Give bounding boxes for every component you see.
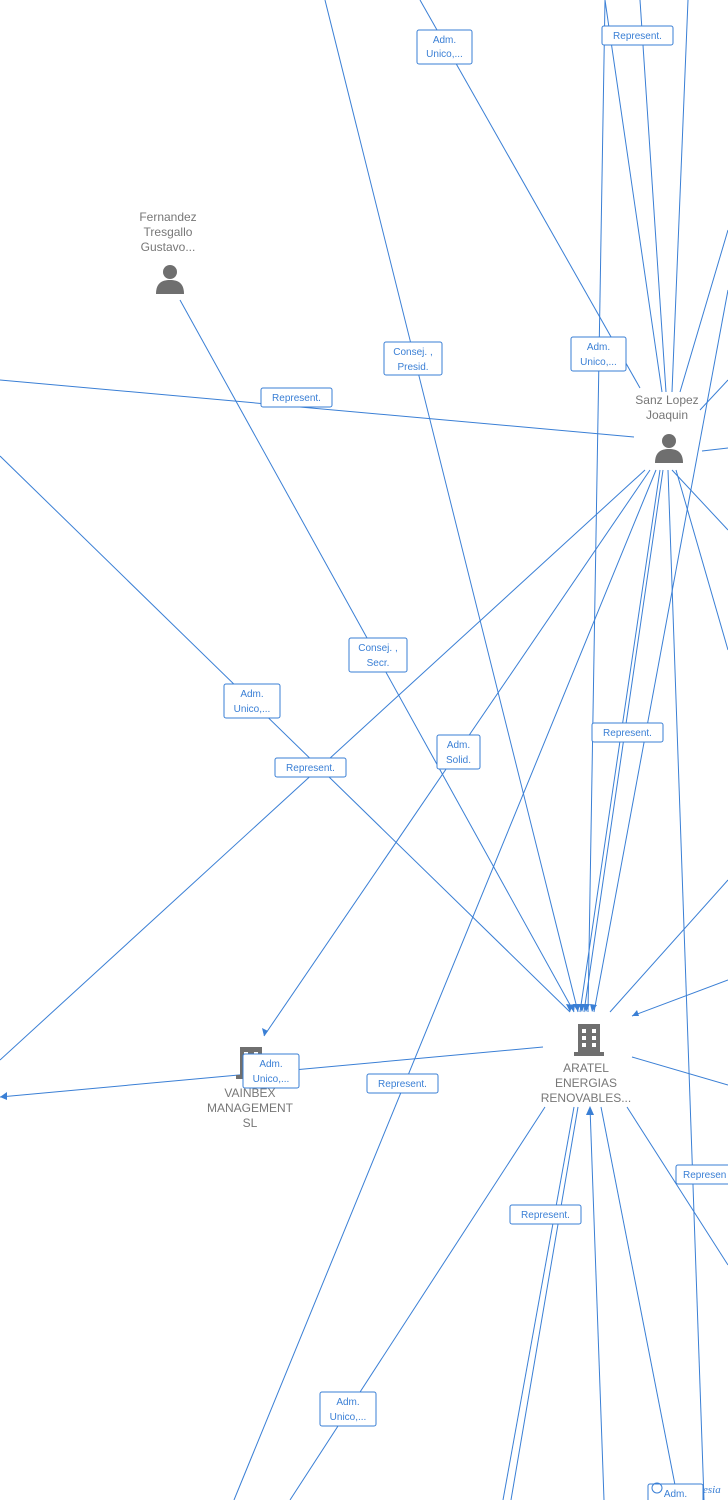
edge <box>639 0 667 393</box>
arrowhead <box>573 1004 580 1012</box>
edge <box>667 469 705 1500</box>
edge <box>587 0 606 1013</box>
edge-label-line: Adm. <box>433 35 456 46</box>
company-node-aratel[interactable]: ARATEL ENERGIAS RENOVABLES... <box>541 1024 631 1105</box>
edge-label-line: Represen <box>683 1170 726 1181</box>
node-label-line: Fernandez <box>139 210 196 224</box>
edge-label-line: Unico,... <box>330 1412 367 1423</box>
edge <box>600 1106 677 1491</box>
edge <box>631 1056 728 1086</box>
watermark: esia <box>651 1482 721 1496</box>
edge-label-line: Adm. <box>336 1397 359 1408</box>
person-icon <box>156 265 184 294</box>
edge <box>604 0 663 393</box>
edge-label-adm-unico[interactable]: Adm. Unico,... <box>570 336 627 372</box>
edge-label-line: Represent. <box>603 728 652 739</box>
credit-text: esia <box>703 1484 721 1496</box>
globe-icon <box>651 1482 663 1494</box>
edge-label-line: Consej. , <box>358 643 397 654</box>
edge-label-line: Unico,... <box>426 49 463 60</box>
edge-label-represent[interactable]: Represent. <box>591 722 664 743</box>
edge-label-represent[interactable]: Represen <box>675 1164 728 1185</box>
edge-label-line: Represent. <box>286 763 335 774</box>
arrowhead <box>262 1028 268 1036</box>
edge-label-adm-unico[interactable]: Adm. Unico,... <box>223 683 281 719</box>
edge <box>419 0 641 389</box>
edge-label-represent[interactable]: Represent. <box>366 1073 439 1094</box>
edge <box>589 1106 605 1500</box>
edge <box>0 455 571 1013</box>
edge-label-line: Secr. <box>367 658 390 669</box>
person-node-sanz[interactable]: Sanz Lopez Joaquin <box>635 393 699 463</box>
arrowhead <box>586 1106 594 1115</box>
node-label-line: VAINBEX <box>224 1086 275 1100</box>
edge-label-represent[interactable]: Represent. <box>509 1204 582 1225</box>
edge-label-line: Adm. <box>240 689 263 700</box>
node-label-line: SL <box>243 1116 258 1130</box>
edge-label-represent[interactable]: Represent. <box>601 25 674 46</box>
edge <box>671 469 728 531</box>
arrowhead <box>590 1004 597 1012</box>
edge <box>289 1106 546 1500</box>
edge-label-line: Represent. <box>613 31 662 42</box>
edge-label-line: Represent. <box>521 1210 570 1221</box>
edge-label-line: Unico,... <box>234 704 271 715</box>
arrowhead <box>583 1004 590 1012</box>
edge-label-line: Adm. <box>587 342 610 353</box>
building-icon <box>574 1024 604 1056</box>
edge <box>671 0 689 393</box>
edge-label-line: Adm. <box>447 740 470 751</box>
edge <box>626 1106 728 1266</box>
edge-label-line: Represent. <box>378 1079 427 1090</box>
edge-label-represent[interactable]: Represent. <box>274 757 347 778</box>
arrowhead <box>568 1004 575 1012</box>
edge-label-line: Represent. <box>272 393 321 404</box>
edge-label-line: Presid. <box>397 362 428 373</box>
node-label-line: Joaquin <box>646 408 688 422</box>
edge <box>324 0 579 1013</box>
node-label-line: Tresgallo <box>144 225 193 239</box>
edge <box>675 469 728 651</box>
edge-label-represent[interactable]: Represent. <box>260 387 333 408</box>
edge-label-adm[interactable]: Adm. <box>647 1483 704 1500</box>
edge <box>510 1106 579 1500</box>
node-label-line: MANAGEMENT <box>207 1101 294 1115</box>
edge <box>631 979 728 1017</box>
edge-label-adm-unico[interactable]: Adm. Unico,... <box>416 29 473 65</box>
edge-label-adm-solid[interactable]: Adm. Solid. <box>436 734 481 770</box>
arrowheads <box>0 1004 639 1115</box>
edge-label-line: Adm. <box>259 1059 282 1070</box>
edge-label-line: Unico,... <box>253 1074 290 1085</box>
edge-label-consej-presid[interactable]: Consej. , Presid. <box>383 341 443 376</box>
node-label-line: RENOVABLES... <box>541 1091 631 1105</box>
node-label-line: ARATEL <box>563 1061 609 1075</box>
person-icon <box>655 434 683 463</box>
edge-label-adm-unico[interactable]: Adm. Unico,... <box>319 1391 377 1427</box>
edge <box>701 447 728 452</box>
edge <box>679 229 728 393</box>
arrowhead <box>578 1004 585 1012</box>
node-label-line: Gustavo... <box>141 240 196 254</box>
person-node-fernandez[interactable]: Fernandez Tresgallo Gustavo... <box>139 210 197 294</box>
edge <box>699 379 728 411</box>
edge <box>609 879 728 1013</box>
edge-label-line: Consej. , <box>393 347 432 358</box>
edge-label-line: Unico,... <box>580 357 617 368</box>
edge <box>593 289 728 1013</box>
edge-label-consej-secr[interactable]: Consej. , Secr. <box>348 637 408 673</box>
edge <box>0 379 635 438</box>
edge <box>502 1106 575 1500</box>
edge-label-adm-unico[interactable]: Adm. Unico,... <box>242 1053 300 1089</box>
edge-label-line: Adm. <box>664 1489 687 1500</box>
node-label-line: Sanz Lopez <box>635 393 698 407</box>
arrowhead <box>632 1010 639 1016</box>
edge-label-line: Solid. <box>446 755 471 766</box>
arrowhead <box>0 1092 7 1100</box>
edge <box>233 469 657 1500</box>
node-label-line: ENERGIAS <box>555 1076 617 1090</box>
